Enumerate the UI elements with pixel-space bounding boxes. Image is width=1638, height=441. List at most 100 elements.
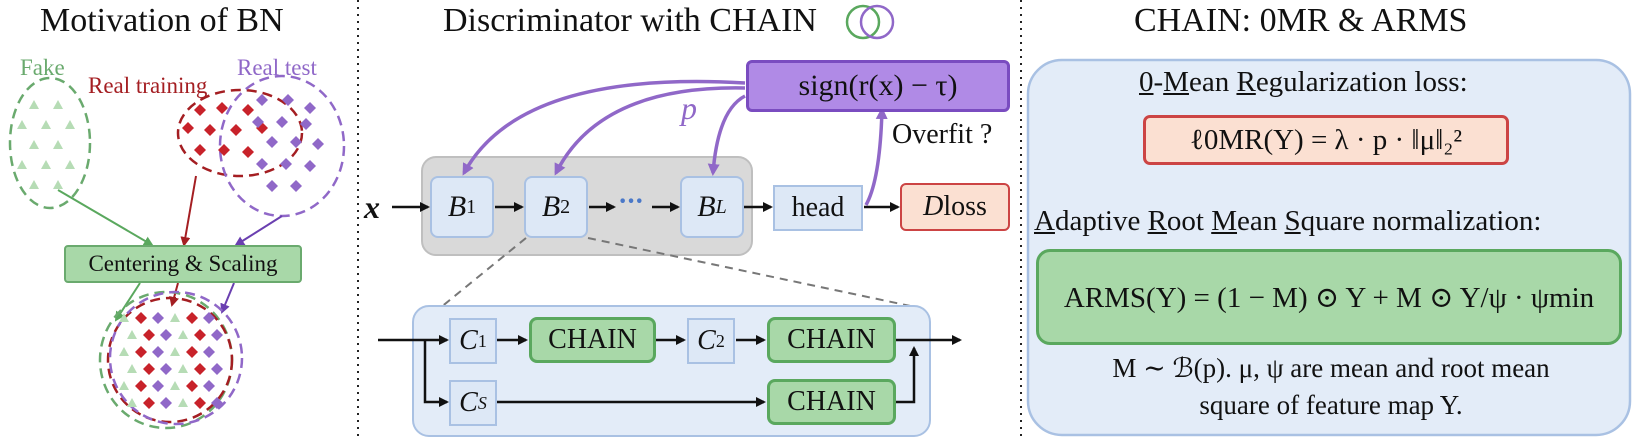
arms_heading-part: R	[1147, 205, 1167, 237]
fake-sample-marker	[17, 160, 27, 169]
real-test-sample-marker	[300, 118, 312, 130]
merged-real-test-marker	[152, 312, 164, 324]
real-training-label: Real training	[88, 73, 208, 98]
venn-icon	[845, 4, 895, 40]
head-box: head	[773, 185, 863, 231]
merged-real-training-marker	[135, 312, 147, 324]
merged-real-test-marker	[160, 363, 172, 375]
merged-real-training-marker	[186, 346, 198, 358]
fake-sample-marker	[17, 120, 27, 129]
real-training-sample-marker	[216, 102, 228, 114]
fake-sample-marker	[170, 381, 180, 390]
zoom-line-left	[439, 237, 527, 309]
fake-to-center-arrow	[57, 189, 154, 247]
merged-real-test-marker	[203, 380, 215, 392]
chain-box-1: CHAIN	[529, 317, 656, 363]
real-training-sample-marker	[242, 146, 254, 158]
merged-cluster	[98, 290, 244, 430]
fake-sample-marker	[119, 347, 129, 356]
merged-real-training-marker	[194, 397, 206, 409]
real-training-sample-marker	[204, 124, 216, 136]
real-test-sample-marker	[312, 138, 324, 150]
p-label: p	[681, 90, 697, 126]
real-test-sample-marker	[252, 116, 264, 128]
p-arrow-to-bl	[707, 94, 746, 176]
zero_mr_heading-part: M	[1163, 66, 1189, 98]
zero-mr-heading: 0-Mean Regularization loss:	[1139, 66, 1468, 99]
center-to-merged-purple-arrow	[220, 282, 235, 314]
merged-real-test-marker	[203, 312, 215, 324]
arrow-skip-up	[896, 346, 919, 404]
real-test-sample-marker	[290, 136, 302, 148]
merged-real-test-marker	[160, 397, 172, 409]
fake-sample-marker	[170, 347, 180, 356]
zero_mr_heading-part: egularization loss:	[1255, 66, 1468, 98]
d-loss-box: D loss	[900, 183, 1010, 231]
fake-sample-marker	[29, 140, 39, 149]
fake-sample-marker	[53, 140, 63, 149]
real-training-sample-marker	[218, 144, 230, 156]
blocks-ellipsis: ···	[618, 186, 644, 217]
real-test-to-center-arrow	[234, 215, 283, 247]
sign-box: sign(r(x) − τ)	[746, 60, 1010, 112]
real-training-sample-marker	[194, 104, 206, 116]
fake-sample-marker	[127, 364, 137, 373]
note-line-2: square of feature map Y.	[1199, 390, 1463, 420]
fake-sample-marker	[29, 100, 39, 109]
merged-real-training-marker	[194, 363, 206, 375]
arms_heading-part: S	[1284, 205, 1301, 237]
arms_heading-part: M	[1211, 205, 1238, 237]
fake-sample-marker	[65, 120, 75, 129]
real-test-sample-marker	[266, 180, 278, 192]
real-test-label: Real test	[237, 55, 317, 80]
merged-real-test-marker	[160, 329, 172, 341]
fake-sample-marker	[29, 180, 39, 189]
arms_heading-part: daptive	[1054, 205, 1148, 237]
merged-real-training-marker	[143, 363, 155, 375]
zero_mr_heading-part: ean	[1188, 66, 1237, 98]
p-arrow-to-b2	[554, 86, 746, 176]
merged-real-training-marker	[135, 346, 147, 358]
real-test-sample-marker	[256, 94, 268, 106]
real-training-cluster	[176, 88, 304, 178]
real-training-sample-marker	[230, 124, 242, 136]
fake-sample-marker	[170, 313, 180, 322]
merged-real-test-marker	[211, 363, 223, 375]
fake-sample-marker	[178, 398, 188, 407]
overfit-label: Overfit ?	[892, 119, 993, 150]
real-test-sample-marker	[266, 136, 278, 148]
real-training-sample-marker	[242, 104, 254, 116]
center-to-merged-green-arrow	[114, 282, 141, 322]
real-test-sample-marker	[304, 102, 316, 114]
real-test-sample-marker	[276, 116, 288, 128]
merged-real-training-marker	[194, 329, 206, 341]
zero_mr_heading-part: -	[1153, 66, 1164, 98]
real-test-sample-marker	[280, 158, 292, 170]
zoom-skip-arrow	[423, 340, 449, 407]
fake-sample-marker	[53, 100, 63, 109]
fake-sample-marker	[41, 120, 51, 129]
input-x: x	[364, 189, 380, 225]
centering-scaling-box: Centering & Scaling	[64, 245, 302, 283]
p-arrow-to-b1	[462, 79, 746, 176]
fake-sample-marker	[41, 160, 51, 169]
real-test-sample-marker	[282, 94, 294, 106]
fake-label: Fake	[20, 55, 65, 80]
middle-panel-title: Discriminator with CHAIN	[443, 2, 817, 39]
fake-sample-marker	[119, 313, 129, 322]
real-test-cluster	[218, 74, 346, 218]
real-train-to-center-arrow	[180, 175, 197, 247]
fake-sample-marker	[127, 398, 137, 407]
merged-real-test-marker	[152, 346, 164, 358]
chain-box-3: CHAIN	[767, 379, 896, 425]
real-test-sample-marker	[256, 158, 268, 170]
fake-sample-marker	[178, 364, 188, 373]
merged-real-test-marker	[211, 397, 223, 409]
zoom-line-right	[587, 237, 921, 309]
merged-real-training-marker	[135, 380, 147, 392]
